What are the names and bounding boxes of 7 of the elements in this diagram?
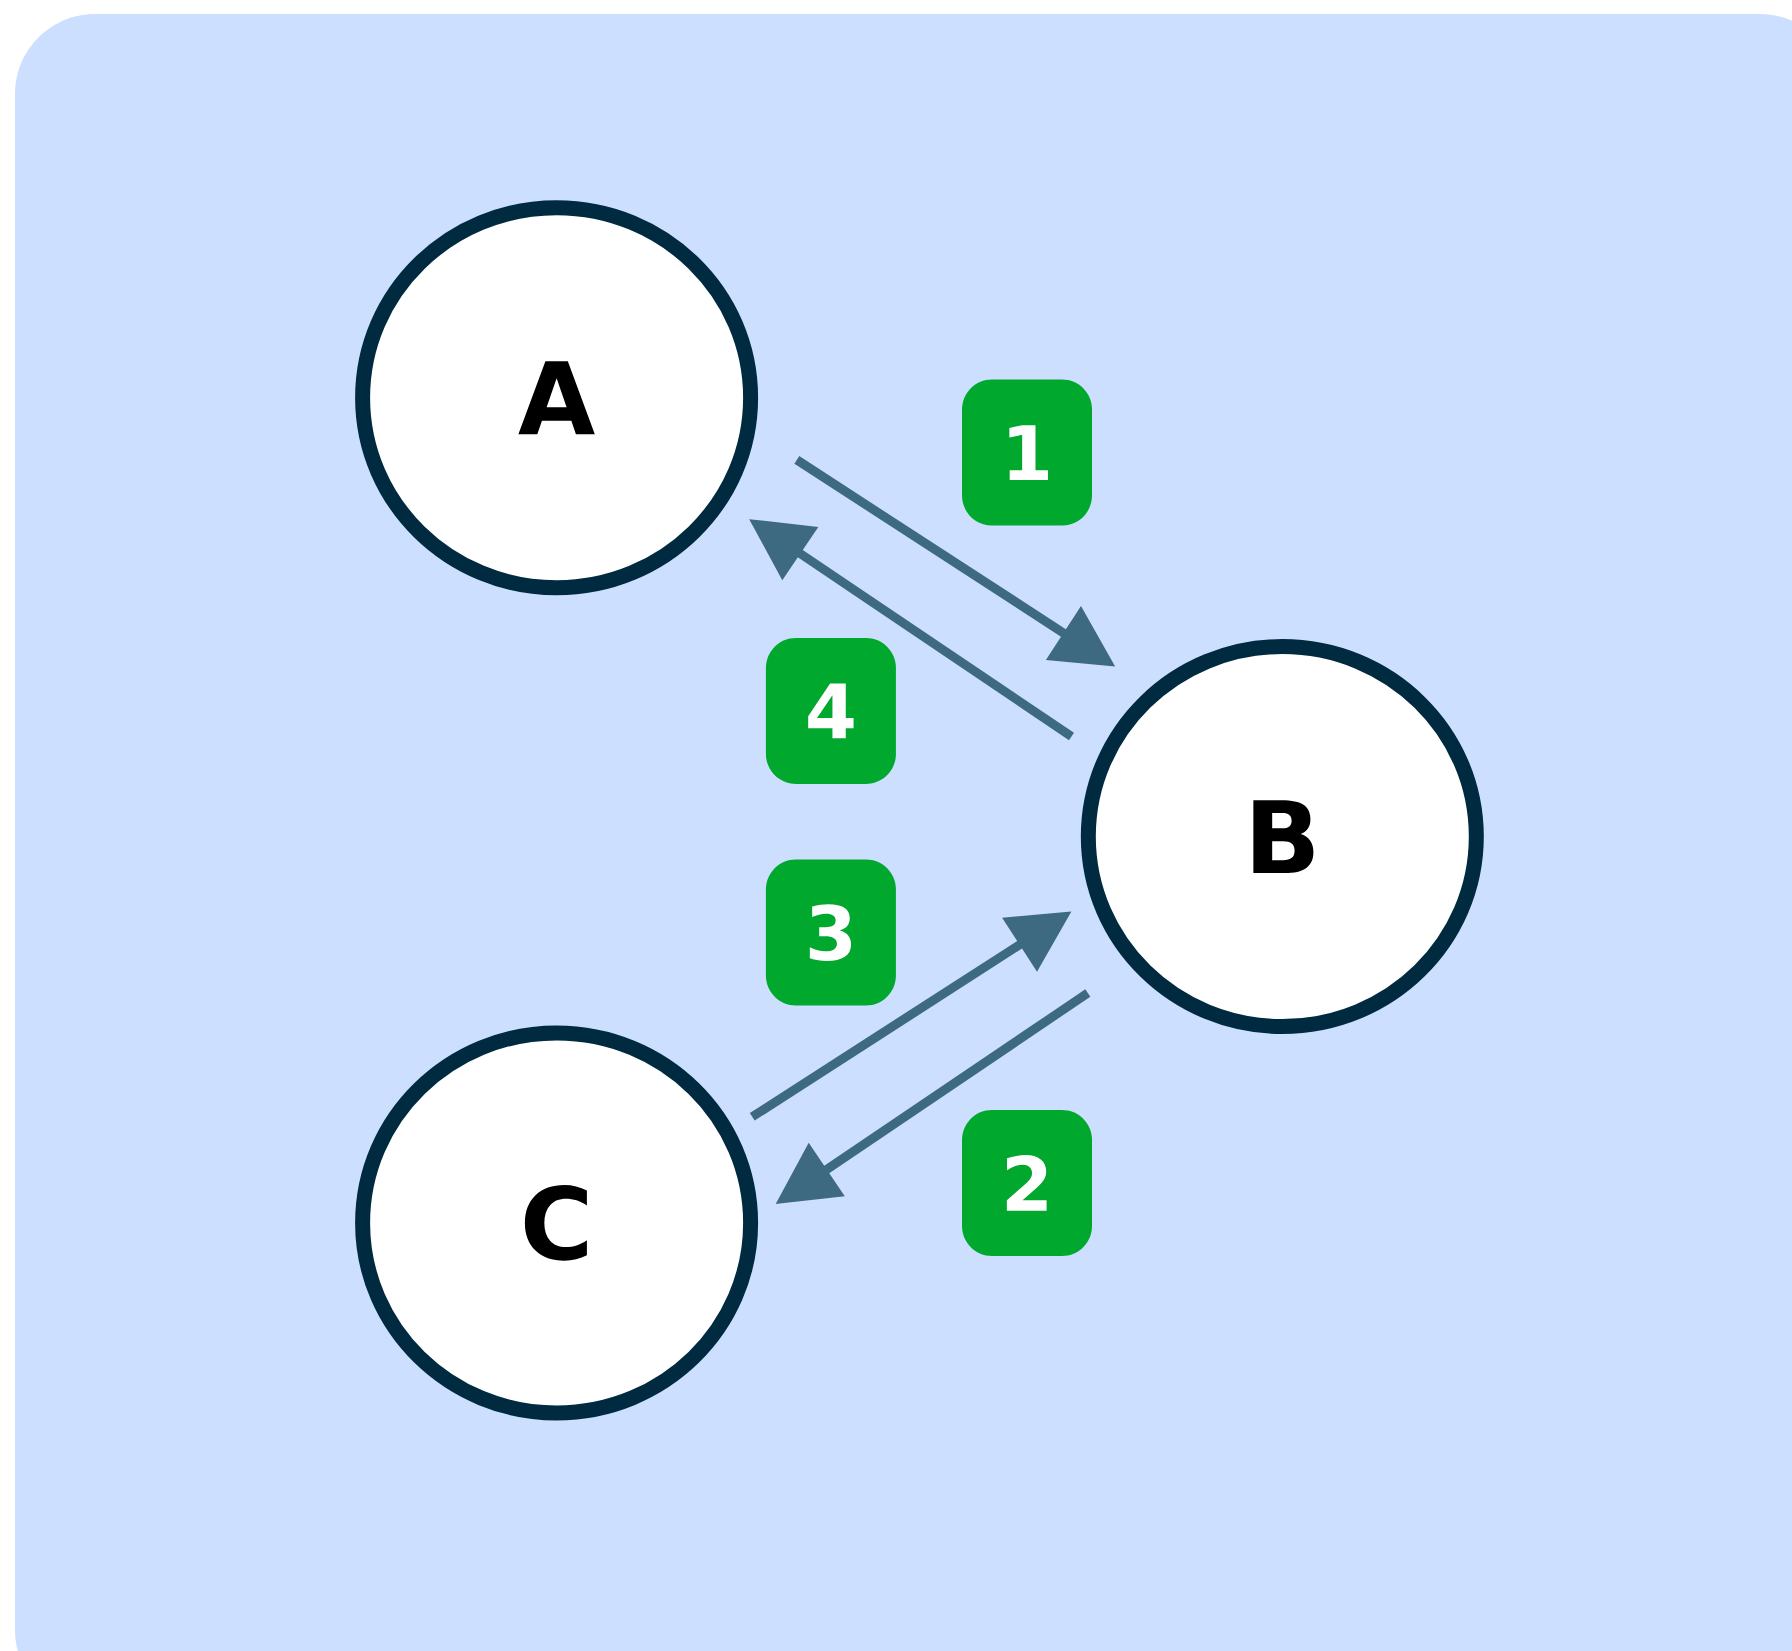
edge-label: 3 (765, 859, 896, 1006)
ellipse-node: C (355, 1025, 759, 1421)
edge-label: 1 (962, 379, 1092, 526)
ellipse-node: A (355, 200, 759, 596)
edge-label: 2 (962, 1109, 1092, 1256)
edge-label: 4 (765, 637, 896, 784)
ellipse-node: B (1080, 639, 1484, 1035)
